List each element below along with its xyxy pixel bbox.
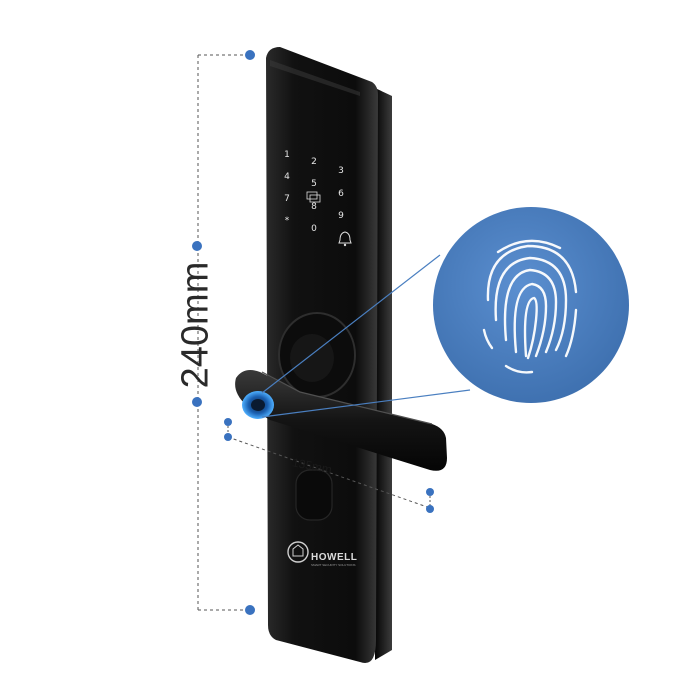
callout-line [261,389,471,418]
keypad-key-9[interactable]: 9 [338,211,344,221]
dimension-dot [426,505,434,513]
keypad-key-7[interactable]: 7 [284,194,290,204]
plate-side [375,88,392,660]
height-dimension-line [192,50,255,615]
keypad-key-3[interactable]: 3 [338,166,344,176]
height-dimension-label: 240mm [174,261,217,389]
brand-name: HOWELL [311,552,358,563]
dimension-dot [426,488,434,496]
keypad-key-2[interactable]: 2 [311,157,317,167]
callout-line [261,254,441,394]
keypad-key-5[interactable]: 5 [311,179,317,189]
dimension-dot [192,241,202,251]
bell-icon [338,231,352,247]
brand-tagline: SMART SECURITY SOLUTIONS [311,563,356,567]
dimension-dot [224,418,232,426]
dimension-dot [192,397,202,407]
brand-logo-icon [287,541,309,563]
keypad-key-star[interactable]: * [284,216,290,226]
keypad-key-1[interactable]: 1 [284,150,290,160]
fingerprint-magnifier [433,207,629,403]
card-reader-icon [306,191,321,203]
keypad-key-8[interactable]: 8 [311,202,317,212]
fingerprint-icon [482,239,578,374]
dimension-dot [245,50,255,60]
keypad-key-6[interactable]: 6 [338,189,344,199]
lever-handle [235,370,447,471]
dimension-dot [224,433,232,441]
keyhole-cover [295,469,333,521]
dimension-dot [245,605,255,615]
keypad-key-0[interactable]: 0 [311,224,317,234]
keypad-key-4[interactable]: 4 [284,172,290,182]
handle-dimension-line [224,418,434,513]
